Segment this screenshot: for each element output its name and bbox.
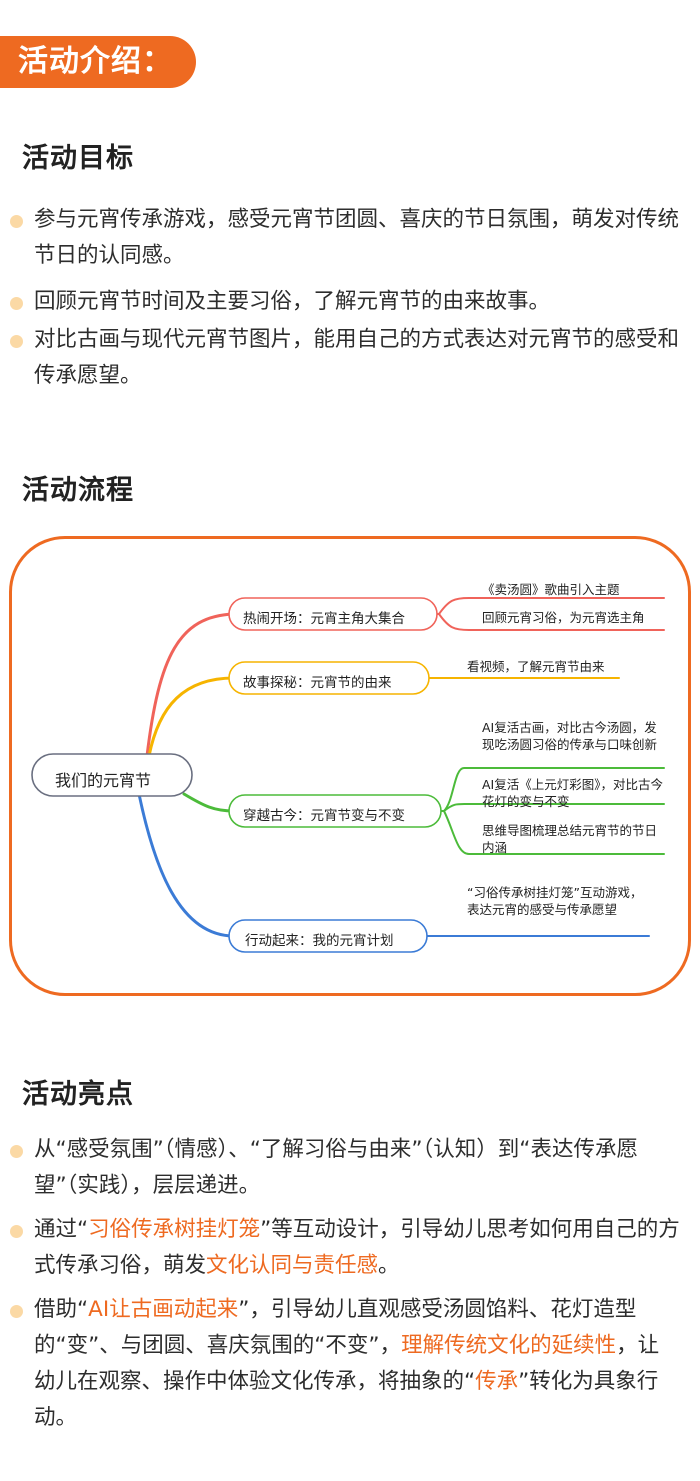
- goal-text: 对比古画与现代元宵节图片，能用自己的方式表达对元宵节的感受和传承愿望。: [34, 327, 680, 388]
- section-title-text: 活动流程: [22, 475, 134, 506]
- mindmap-branch-4: 行动起来：我的元宵计划: [245, 933, 394, 949]
- highlight-emphasis: 理解传统文化的延续性: [401, 1333, 617, 1358]
- section-title-goals: 活动目标: [10, 136, 156, 177]
- mindmap-branch-1: 热闹开场：元宵主角大集合: [243, 611, 405, 627]
- mindmap-root: 我们的元宵节: [55, 771, 152, 790]
- highlight-text: 借助“AI让古画动起来”，引导幼儿直观感受汤圆馅料、花灯造型的“变”、与团圆、喜…: [34, 1292, 680, 1436]
- highlight-item-1: 从“感受氛围”（情感）、“了解习俗与由来”（认知）到“表达传承愿望”（实践），层…: [10, 1132, 680, 1204]
- mindmap-leaf: 思维导图梳理总结元宵节的节日内涵: [482, 823, 658, 855]
- bullet-dot: [10, 1225, 23, 1238]
- text-part: ”，引导幼儿直观感受汤圆馅料、花灯造型的“变”、与团圆、喜庆氛围的“不变”，: [34, 1297, 637, 1358]
- section-title-highlights: 活动亮点: [10, 1072, 156, 1113]
- text-part: ，让幼儿在观察、操作中体验文化传承，将抽象的“: [34, 1333, 660, 1394]
- mindmap-frame: 我们的元宵节 热闹开场：元宵主角大集合 《卖汤圆》歌曲引入主题 回顾元宵习俗，为…: [9, 536, 691, 996]
- text-part: 借助“: [34, 1297, 89, 1322]
- section-title-text: 活动目标: [22, 143, 134, 174]
- highlight-emphasis: 习俗传承树挂灯笼: [88, 1217, 261, 1242]
- highlight-text: 从“感受氛围”（情感）、“了解习俗与由来”（认知）到“表达传承愿望”（实践），层…: [34, 1137, 638, 1198]
- bullet-dot: [10, 335, 23, 348]
- text-part: 通过“: [34, 1217, 89, 1242]
- bullet-dot: [10, 1145, 23, 1158]
- mindmap-leaf: 回顾元宵习俗，为元宵选主角: [482, 610, 645, 625]
- highlight-emphasis: 传承: [475, 1369, 519, 1394]
- mindmap-branch-3: 穿越古今：元宵节变与不变: [243, 808, 405, 824]
- bullet-dot: [10, 1305, 23, 1318]
- text-part: ”等互动设计，引导幼儿思考如何用自己的方式传承习俗，萌发: [34, 1217, 680, 1278]
- mindmap-leaf: 《卖汤圆》歌曲引入主题: [482, 582, 620, 597]
- mindmap-leaf: AI复活古画，对比古今汤圆，发现吃汤圆习俗的传承与口味创新: [482, 720, 658, 752]
- goal-item-1: 参与元宵传承游戏，感受元宵节团圆、喜庆的节日氛围，萌发对传统节日的认同感。: [10, 202, 680, 274]
- highlight-emphasis: 文化认同与责任感: [206, 1253, 379, 1278]
- mindmap-leaf: 看视频，了解元宵节由来: [467, 659, 605, 674]
- mindmap-leaf: AI复活《上元灯彩图》，对比古今花灯的变与不变: [482, 777, 663, 809]
- highlight-text: 通过“习俗传承树挂灯笼”等互动设计，引导幼儿思考如何用自己的方式传承习俗，萌发文…: [34, 1212, 680, 1284]
- bullet-dot: [10, 215, 23, 228]
- text-part: 。: [378, 1253, 400, 1278]
- goal-item-2: 回顾元宵节时间及主要习俗，了解元宵节的由来故事。: [10, 284, 680, 320]
- section-title-flow: 活动流程: [10, 468, 156, 509]
- goal-text: 回顾元宵节时间及主要习俗，了解元宵节的由来故事。: [34, 289, 551, 314]
- goal-text: 参与元宵传承游戏，感受元宵节团圆、喜庆的节日氛围，萌发对传统节日的认同感。: [34, 207, 680, 268]
- text-part: ”转化为具象行动。: [34, 1369, 659, 1430]
- highlight-item-3: 借助“AI让古画动起来”，引导幼儿直观感受汤圆馅料、花灯造型的“变”、与团圆、喜…: [10, 1292, 680, 1436]
- mindmap-leaf: “习俗传承树挂灯笼”互动游戏，表达元宵的感受与传承愿望: [467, 885, 643, 917]
- highlight-item-2: 通过“习俗传承树挂灯笼”等互动设计，引导幼儿思考如何用自己的方式传承习俗，萌发文…: [10, 1212, 680, 1284]
- mindmap-branch-2: 故事探秘：元宵节的由来: [243, 675, 392, 691]
- intro-banner: 活动介绍：: [0, 36, 196, 88]
- section-title-text: 活动亮点: [22, 1079, 134, 1110]
- mindmap-connectors: [31, 597, 665, 953]
- goal-item-3: 对比古画与现代元宵节图片，能用自己的方式表达对元宵节的感受和传承愿望。: [10, 322, 680, 394]
- highlight-emphasis: AI让古画动起来: [88, 1297, 239, 1322]
- bullet-dot: [10, 297, 23, 310]
